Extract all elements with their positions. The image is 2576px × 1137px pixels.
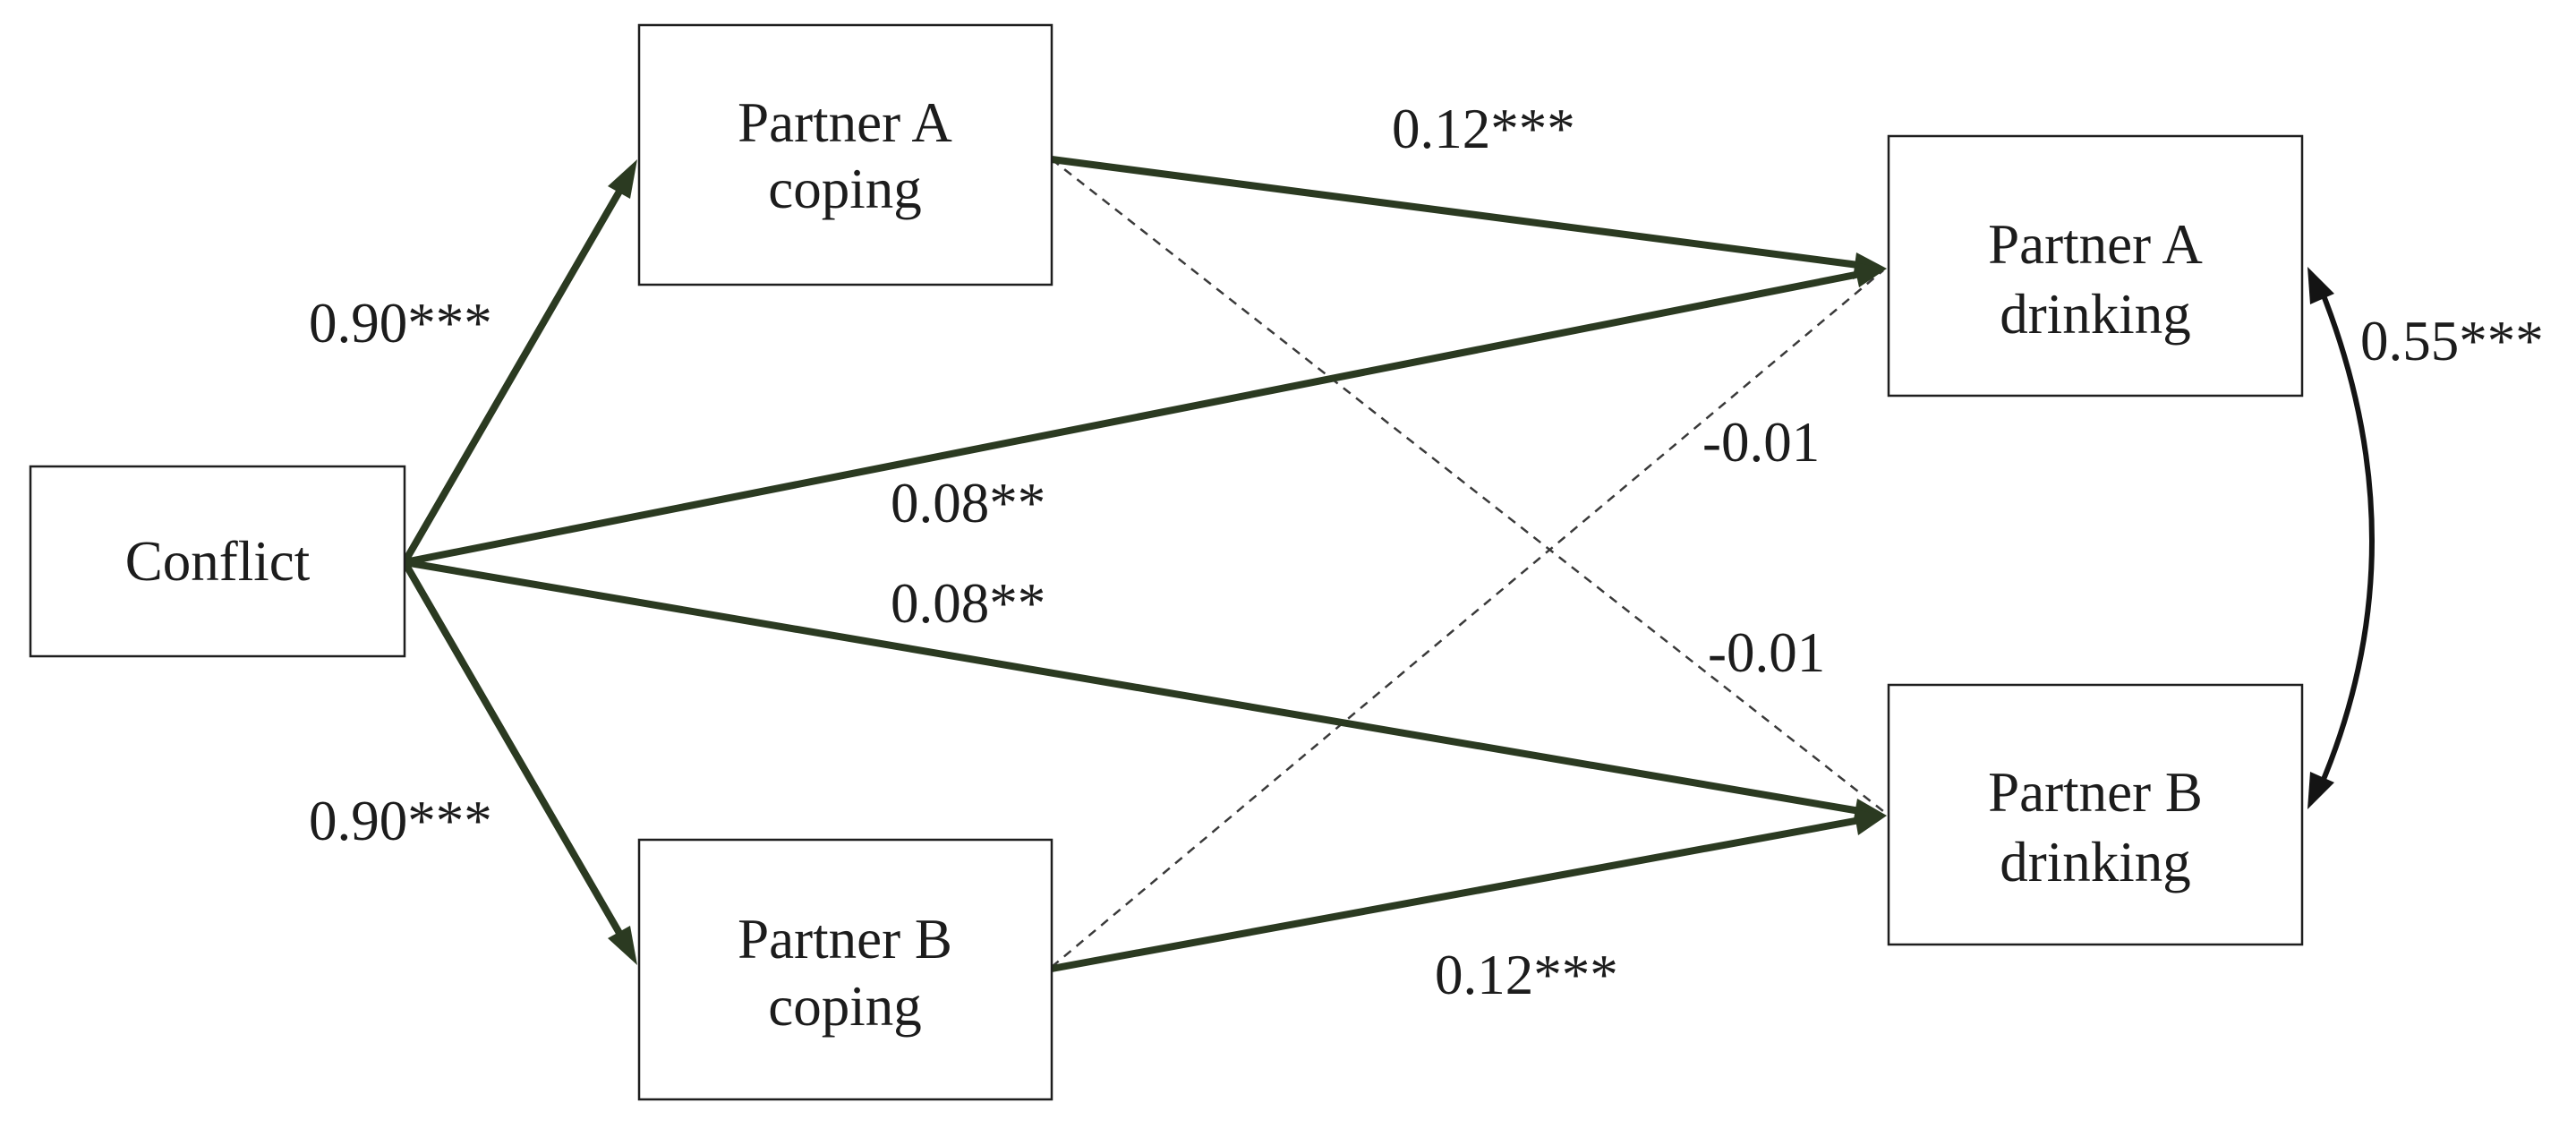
path-a-coping-to-a-drinking [1051, 156, 1859, 269]
covariance-arc [2317, 285, 2375, 790]
path-b-coping-to-a-drinking [1051, 269, 1884, 968]
node-partner-b-drinking-line1: Partner B [1988, 761, 2203, 824]
node-partner-b-coping: Partner B coping [637, 838, 1053, 1101]
node-partner-b-coping-line2: coping [768, 975, 921, 1038]
label-conflict-to-b-drinking: 0.08** [891, 572, 1045, 635]
label-b-coping-to-b-drinking: 0.12*** [1435, 944, 1618, 1006]
path-b-coping-to-b-drinking [1051, 816, 1861, 972]
path-conflict-to-b-drinking [404, 559, 1861, 815]
path-conflict-to-a-drinking [404, 270, 1861, 566]
node-partner-b-drinking-line2: drinking [2000, 831, 2191, 893]
node-partner-a-drinking-line2: drinking [2000, 283, 2191, 346]
arrowhead-conflict-a-drinking [1854, 262, 1887, 287]
arrowhead-a-coping [608, 159, 637, 199]
label-a-coping-to-a-drinking: 0.12*** [1392, 98, 1575, 160]
path-conflict-to-a-coping [401, 176, 630, 565]
label-conflict-to-a-coping: 0.90*** [309, 292, 492, 355]
path-conflict-to-b-coping [401, 560, 630, 948]
node-conflict: Conflict [29, 465, 406, 658]
node-partner-a-drinking: Partner A drinking [1887, 134, 2304, 398]
label-conflict-to-b-coping: 0.90*** [309, 790, 492, 852]
covariance-arrowhead-bottom [2307, 772, 2334, 809]
node-conflict-label: Conflict [125, 530, 311, 593]
arrowhead-b-coping-b-drinking [1854, 809, 1887, 835]
node-partner-a-coping-line1: Partner A [738, 91, 952, 154]
node-partner-a-coping-line2: coping [768, 158, 921, 220]
label-a-coping-to-b-drinking: -0.01 [1708, 621, 1825, 684]
label-drinking-covariance: 0.55*** [2360, 310, 2544, 372]
node-partner-b-drinking: Partner B drinking [1887, 683, 2304, 946]
node-partner-a-coping: Partner A coping [637, 23, 1053, 286]
node-partner-a-drinking-line1: Partner A [1988, 213, 2203, 276]
label-conflict-to-a-drinking: 0.08** [891, 472, 1045, 534]
path-a-coping-to-b-drinking [1051, 158, 1884, 812]
covariance-arrowhead-top [2307, 267, 2334, 304]
arrowhead-b-coping [608, 926, 637, 965]
label-b-coping-to-a-drinking: -0.01 [1702, 411, 1820, 474]
node-partner-b-coping-line1: Partner B [738, 908, 952, 970]
